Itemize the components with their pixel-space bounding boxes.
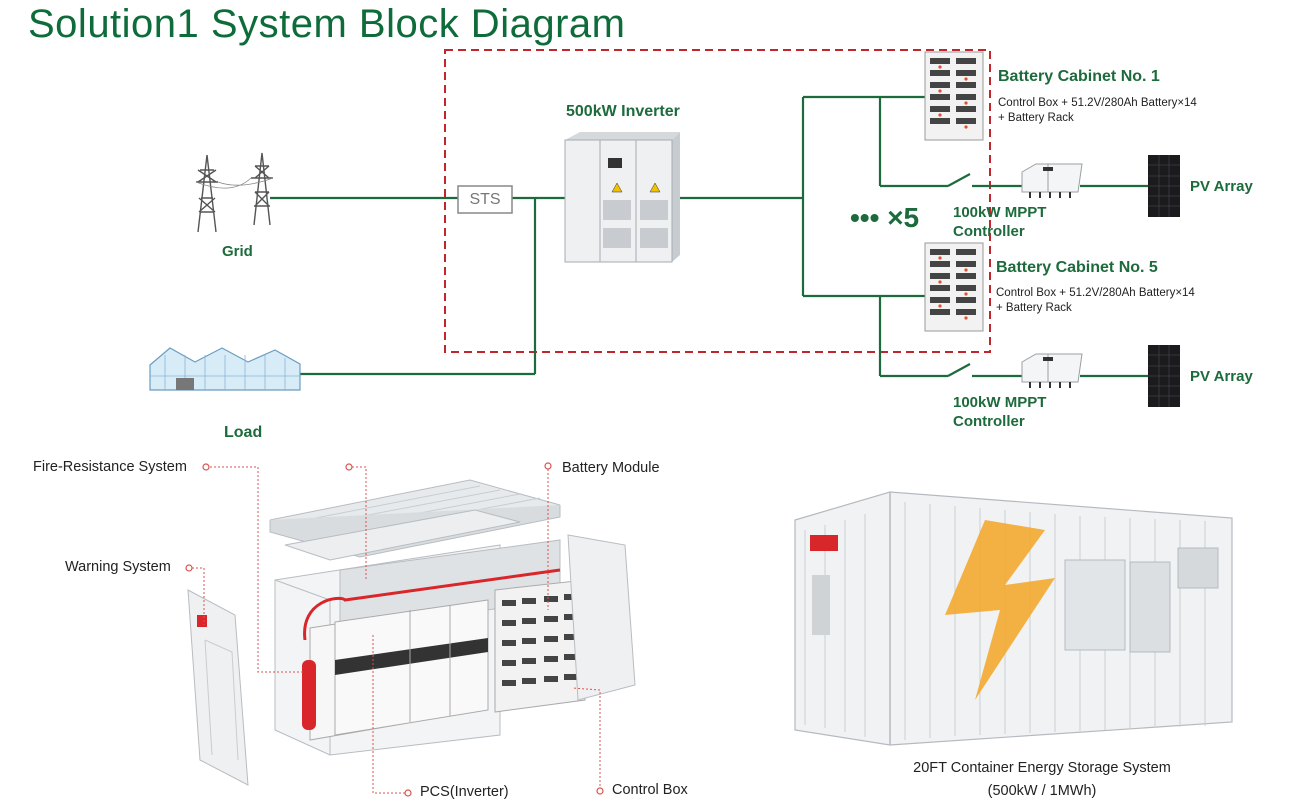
multiplier-label: ••• ×5 xyxy=(850,202,920,233)
mppt-controller-bottom-icon xyxy=(1021,353,1083,388)
pv-panel-bottom-icon xyxy=(1148,345,1180,407)
container-caption-line1: 20FT Container Energy Storage System xyxy=(913,760,1171,776)
inverter-boundary-box xyxy=(444,49,991,353)
callout-lines xyxy=(192,466,601,794)
callout-dots xyxy=(185,462,604,797)
inverter-label: 500kW Inverter xyxy=(566,103,680,120)
cabinet-5-desc-line2: + Battery Rack xyxy=(996,302,1072,314)
sts-label: STS xyxy=(469,191,501,208)
mppt-bottom-line2: Controller xyxy=(953,413,1025,430)
battery-cabinet-1-icon xyxy=(924,51,984,141)
grid-label: Grid xyxy=(222,243,253,260)
mppt-top-line1: 100kW MPPT xyxy=(953,204,1047,221)
sts-box xyxy=(457,185,513,214)
callout-battery-module: Battery Module xyxy=(562,460,660,476)
pv-panel-top-icon xyxy=(1148,155,1180,217)
pv-top-label: PV Array xyxy=(1190,178,1253,195)
callout-control-box: Control Box xyxy=(612,782,688,798)
load-label: Load xyxy=(224,424,263,441)
cabinet-1-title: Battery Cabinet No. 1 xyxy=(998,68,1160,85)
mppt-bottom-line1: 100kW MPPT xyxy=(953,394,1047,411)
grid-tower-icon xyxy=(195,152,274,233)
pv-bottom-label: PV Array xyxy=(1190,368,1253,385)
cabinet-1-desc-line1: Control Box + 51.2V/280Ah Battery×14 xyxy=(998,97,1197,109)
callout-warning-system: Warning System xyxy=(65,559,171,575)
mppt-top-line2: Controller xyxy=(953,223,1025,240)
inverter-cabinet-icon xyxy=(564,132,680,263)
callout-fire-resistance: Fire-Resistance System xyxy=(33,459,187,475)
mppt-controller-top-icon xyxy=(1021,163,1083,198)
container-illustration xyxy=(794,491,1233,746)
cabinet-5-desc-line1: Control Box + 51.2V/280Ah Battery×14 xyxy=(996,287,1195,299)
callout-pcs-inverter: PCS(Inverter) xyxy=(420,784,509,800)
cabinet-1-desc-line2: + Battery Rack xyxy=(998,112,1074,124)
cabinet-5-title: Battery Cabinet No. 5 xyxy=(996,259,1158,276)
greenhouse-icon xyxy=(149,347,301,391)
exploded-container-illustration xyxy=(187,479,636,786)
wires xyxy=(270,95,1148,378)
page-title: Solution1 System Block Diagram xyxy=(28,2,626,46)
container-caption-line2: (500kW / 1MWh) xyxy=(987,783,1097,799)
battery-cabinet-5-icon xyxy=(924,242,984,332)
